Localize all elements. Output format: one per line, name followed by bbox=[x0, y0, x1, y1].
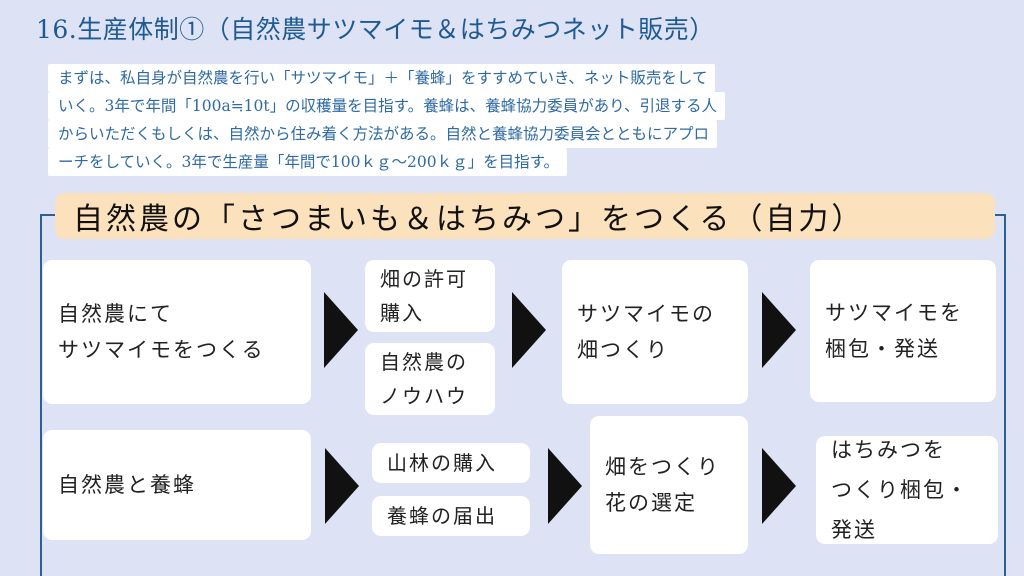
row1-step-box: サツマイモの 畑つくり bbox=[562, 260, 748, 404]
flow-banner: 自然農の「さつまいも＆はちみつ」をつくる（自力） bbox=[55, 193, 995, 239]
row2-step-label: 畑をつくり 花の選定 bbox=[605, 455, 720, 515]
row2-requirement-box: 山林の購入 bbox=[372, 443, 530, 483]
row1-req1-label: 畑の許可 購入 bbox=[380, 267, 468, 325]
row2-start-box: 自然農と養蜂 bbox=[43, 430, 311, 540]
intro-line: ーチをしていく。3年で生産量「年間で100ｋｇ～200ｋｇ」を目指す。 bbox=[48, 148, 568, 176]
arrow-icon bbox=[512, 292, 546, 368]
arrow-icon bbox=[548, 448, 582, 524]
arrow-icon bbox=[762, 448, 796, 524]
row2-step-box: 畑をつくり 花の選定 bbox=[590, 416, 748, 554]
arrow-icon bbox=[762, 292, 796, 368]
intro-line: からいただくもしくは、自然から住み着く方法がある。自然と養蜂協力委員会とともにア… bbox=[48, 120, 718, 148]
row1-start-label: 自然農にて サツマイモをつくる bbox=[58, 302, 265, 362]
intro-line: いく。3年で年間「100a≒10t」の収穫量を目指す。養蜂は、養蜂協力委員があり… bbox=[48, 92, 725, 120]
row1-req2-label: 自然農の ノウハウ bbox=[380, 350, 468, 408]
row1-requirement-box: 畑の許可 購入 bbox=[365, 260, 495, 332]
page-title: 16.生産体制①（自然農サツマイモ＆はちみつネット販売） bbox=[36, 15, 715, 44]
row2-req1-label: 山林の購入 bbox=[387, 451, 497, 475]
intro-line: まずは、私自身が自然農を行い「サツマイモ」＋「養蜂」をすすめていき、ネット販売を… bbox=[48, 64, 716, 92]
row2-end-box: はちみつを つくり梱包・ 発送 bbox=[816, 436, 998, 544]
intro-text: まずは、私自身が自然農を行い「サツマイモ」＋「養蜂」をすすめていき、ネット販売を… bbox=[48, 64, 1008, 176]
row1-requirement-box: 自然農の ノウハウ bbox=[365, 343, 495, 415]
row1-end-box: サツマイモを 梱包・発送 bbox=[810, 260, 996, 402]
row1-start-box: 自然農にて サツマイモをつくる bbox=[43, 260, 311, 404]
row2-req2-label: 養蜂の届出 bbox=[387, 504, 497, 528]
row1-end-label: サツマイモを 梱包・発送 bbox=[825, 301, 963, 361]
arrow-icon bbox=[324, 292, 358, 368]
row2-start-label: 自然農と養蜂 bbox=[58, 473, 196, 497]
row1-step-label: サツマイモの 畑つくり bbox=[577, 302, 715, 362]
arrow-icon bbox=[325, 448, 359, 524]
row2-end-label: はちみつを つくり梱包・ 発送 bbox=[831, 438, 969, 542]
row2-requirement-box: 養蜂の届出 bbox=[372, 496, 530, 536]
